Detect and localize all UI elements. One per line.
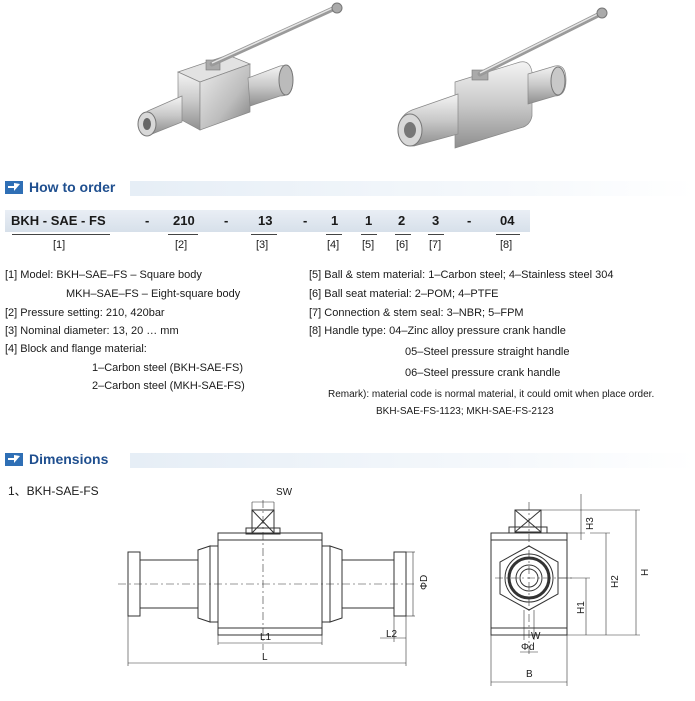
label-l1: L1: [260, 632, 272, 643]
code-index: [6]: [396, 239, 409, 251]
label-h2: H2: [610, 575, 621, 588]
code-model: BKH - SAE - FS: [11, 213, 106, 228]
dimension-drawing: SW ΦD L1 L2 L: [110, 480, 695, 701]
side-view: W Φd B H3 H2 H H1: [490, 494, 651, 686]
label-h3: H3: [585, 517, 596, 530]
label-l2: L2: [386, 629, 398, 640]
spec-ball-material: [5] Ball & stem material: 1–Carbon steel…: [309, 269, 614, 281]
spec-seat-material: [6] Ball seat material: 2–POM; 4–PTFE: [309, 288, 499, 300]
spec-block-material: [4] Block and flange material:: [5, 343, 147, 355]
spec-model-alt: MKH–SAE–FS – Eight-square body: [66, 288, 241, 300]
label-h: H: [640, 569, 651, 576]
code-separator: -: [303, 213, 308, 228]
code-index: [4]: [327, 239, 340, 251]
code-separator: -: [224, 213, 229, 228]
code-index: [3]: [256, 239, 269, 251]
code-underline: [12, 234, 110, 235]
spec-handle-05: 05–Steel pressure straight handle: [405, 346, 570, 358]
code-index: [2]: [175, 239, 188, 251]
code-underline: [251, 234, 277, 235]
code-index: [1]: [53, 239, 66, 251]
label-w: W: [531, 631, 541, 642]
code-block-material: 1: [331, 213, 339, 228]
how-to-order-header: How to order: [0, 177, 695, 199]
label-od-small: Φd: [521, 642, 535, 653]
product-photos: [0, 0, 695, 165]
code-ball-material: 1: [365, 213, 373, 228]
section-title: How to order: [29, 179, 116, 195]
code-separator: -: [145, 213, 150, 228]
code-seat-material: 2: [398, 213, 406, 228]
code-underline: [168, 234, 198, 235]
spec-handle-06: 06–Steel pressure crank handle: [405, 367, 561, 379]
spec-handle: [8] Handle type: 04–Zinc alloy pressure …: [309, 325, 566, 337]
code-pressure: 210: [173, 213, 195, 228]
code-index: [7]: [429, 239, 442, 251]
label-l: L: [262, 652, 268, 663]
label-od: ΦD: [419, 575, 430, 590]
label-h1: H1: [576, 601, 587, 614]
dimensions-subtitle: 1、BKH-SAE-FS: [8, 484, 99, 498]
eight-square-body-valve-photo: [397, 7, 608, 149]
code-underline: [361, 234, 377, 235]
remark-text: Remark): material code is normal materia…: [328, 389, 655, 400]
label-b: B: [526, 669, 533, 680]
spec-pressure: [2] Pressure setting: 210, 420bar: [5, 307, 165, 319]
section-bar: [130, 453, 695, 468]
code-index: [8]: [500, 239, 513, 251]
spec-diameter: [3] Nominal diameter: 13, 20 … mm: [5, 325, 179, 337]
code-handle: 04: [500, 213, 515, 228]
section-arrow-icon: [5, 181, 23, 194]
code-separator: -: [467, 213, 472, 228]
code-index: [5]: [362, 239, 375, 251]
spec-block-material-2: 2–Carbon steel (MKH-SAE-FS): [92, 380, 245, 392]
order-code-bar: BKH - SAE - FS - 210 - 13 - 1 1 2 3 - 04: [5, 210, 530, 232]
section-bar: [130, 181, 695, 196]
code-underline: [395, 234, 411, 235]
square-body-valve-photo: [137, 2, 343, 137]
front-view: SW ΦD L1 L2 L: [118, 487, 430, 666]
spec-seal: [7] Connection & stem seal: 3–NBR; 5–FPM: [309, 307, 524, 319]
section-title: Dimensions: [29, 451, 109, 467]
code-underline: [326, 234, 342, 235]
section-arrow-icon: [5, 453, 23, 466]
spec-block-material-1: 1–Carbon steel (BKH-SAE-FS): [92, 362, 243, 374]
label-sw: SW: [276, 487, 293, 498]
code-seal: 3: [432, 213, 440, 228]
dimensions-header: Dimensions: [0, 449, 695, 471]
spec-model: [1] Model: BKH–SAE–FS – Square body: [5, 269, 202, 281]
code-underline: [428, 234, 444, 235]
code-diameter: 13: [258, 213, 273, 228]
remark-example: BKH-SAE-FS-1123; MKH-SAE-FS-2123: [376, 406, 554, 417]
code-underline: [496, 234, 520, 235]
